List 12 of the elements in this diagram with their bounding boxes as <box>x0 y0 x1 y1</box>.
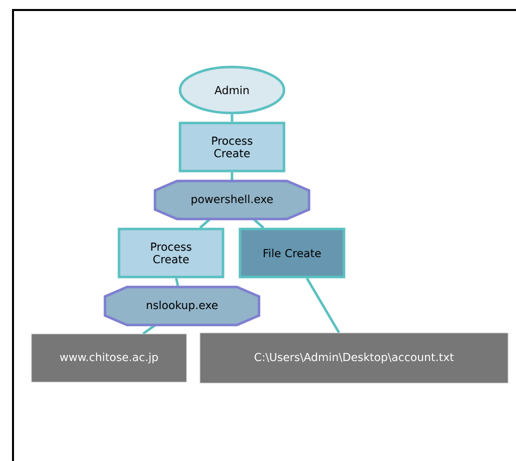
event-box: File Create <box>238 228 346 278</box>
connector-line <box>306 278 340 334</box>
target-box: C:\Users\Admin\Desktop\account.txt <box>200 332 508 384</box>
connector-line <box>142 324 156 335</box>
process-octagon: nslookup.exe <box>104 286 260 326</box>
connector-line <box>252 218 264 229</box>
target-box: www.chitose.ac.jp <box>31 334 187 382</box>
process-octagon: powershell.exe <box>154 180 310 220</box>
connector-line <box>230 114 234 122</box>
connector-line <box>199 218 211 229</box>
event-box: Process Create <box>178 122 286 172</box>
event-box: Process Create <box>118 228 224 278</box>
